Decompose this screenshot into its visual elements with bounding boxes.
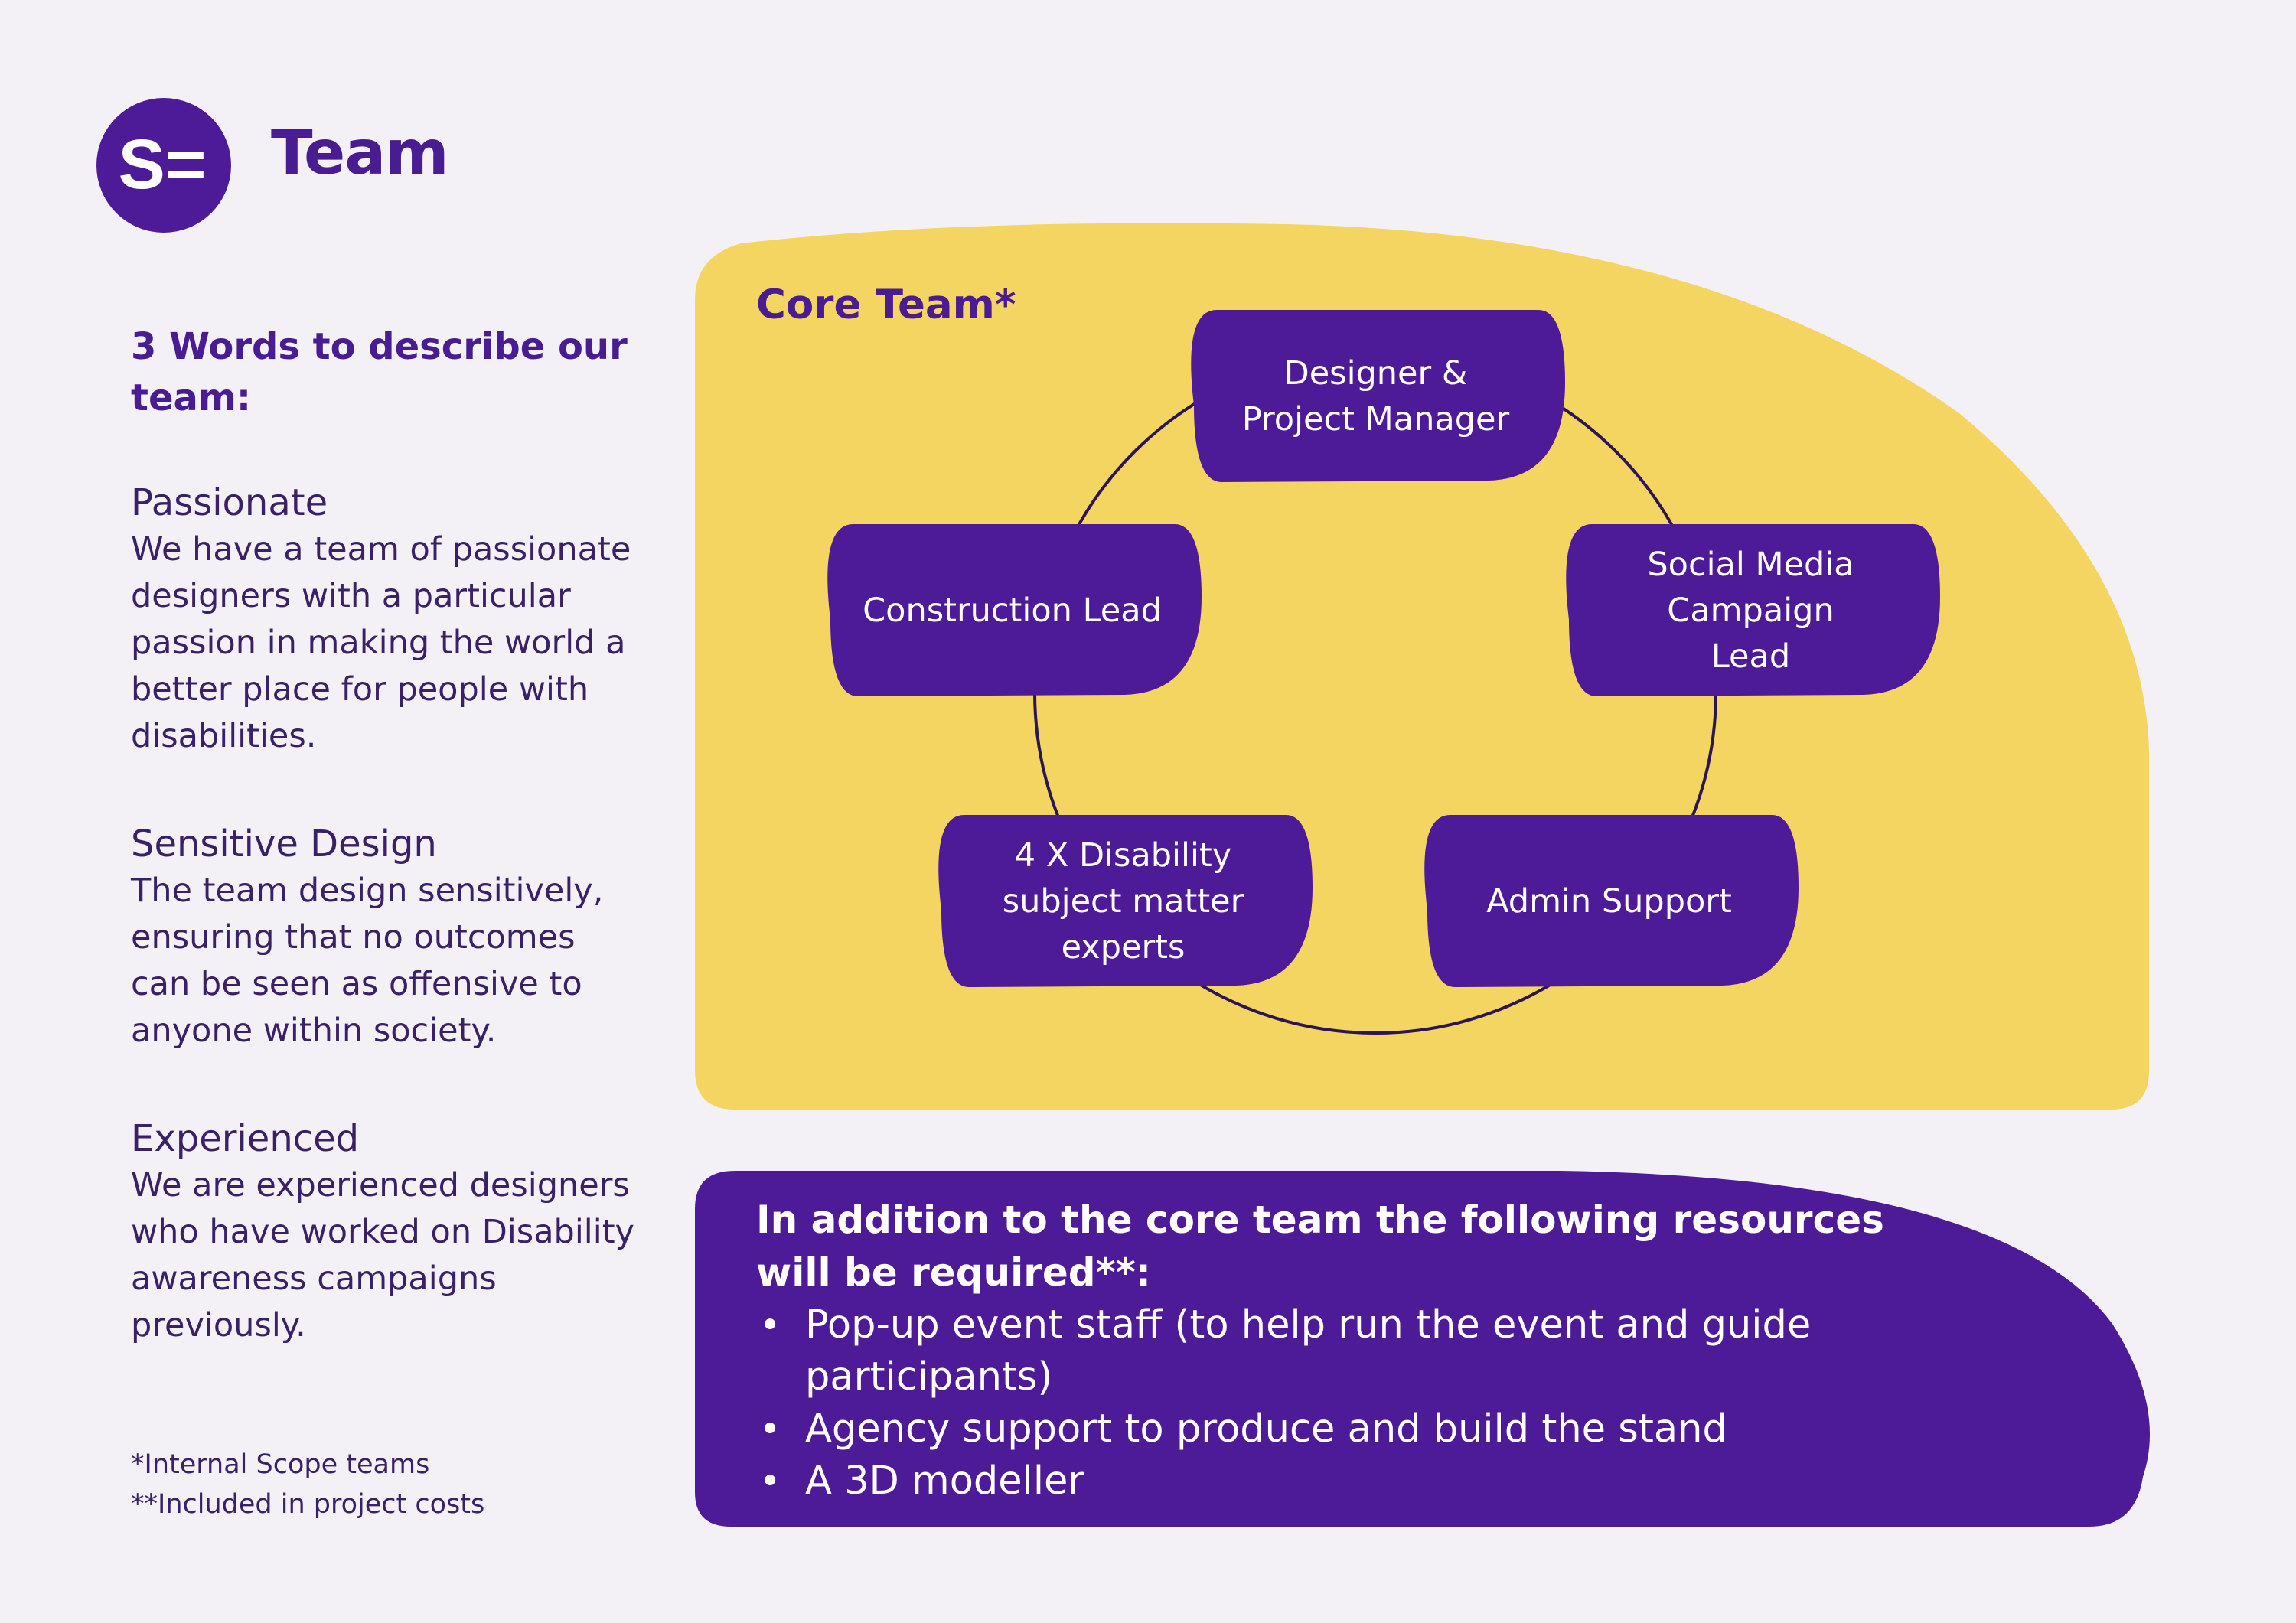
- words-heading: 3 Words to describe our team:: [131, 325, 628, 419]
- footnote-costs: **Included in project costs: [131, 1489, 485, 1520]
- page-title: Team: [271, 117, 449, 188]
- role-shape-experts: [938, 815, 1313, 987]
- word-description: The team design sensitively, ensuring th…: [131, 872, 604, 1050]
- resources-block: In addition to the core team the followi…: [756, 1194, 2134, 1507]
- role-shape-designer: [1191, 310, 1565, 482]
- word-title: Passionate: [131, 481, 328, 524]
- logo-text: S=: [118, 125, 206, 204]
- scope-logo: S=: [96, 98, 231, 233]
- role-disability-experts: 4 X Disability subject matter experts: [930, 815, 1316, 987]
- word-block-sensitive-design: Sensitive Design The team design sensiti…: [131, 820, 636, 1054]
- core-team-title: Core Team*: [756, 282, 1016, 328]
- list-item: • Pop-up event staff (to help run the eve…: [756, 1299, 1877, 1403]
- role-construction-lead: Construction Lead: [819, 524, 1205, 696]
- role-label: Admin Support: [1486, 882, 1732, 921]
- list-item: • Agency support to produce and build the…: [756, 1403, 1877, 1455]
- role-shape-social: [1566, 524, 1940, 696]
- bullet-icon: •: [759, 1460, 781, 1503]
- role-shape-admin: [1424, 815, 1799, 987]
- role-label: 4 X Disability subject matter experts: [1002, 836, 1244, 966]
- role-designer-project-manager: Designer & Project Manager: [1182, 310, 1569, 482]
- list-item: • A 3D modeller: [756, 1455, 1877, 1507]
- role-label: Social Media Campaign Lead: [1647, 545, 1854, 676]
- resource-text: A 3D modeller: [805, 1458, 1084, 1504]
- word-block-experienced: Experienced We are experienced designers…: [131, 1115, 636, 1349]
- resource-text: Pop-up event staff (to help run the even…: [805, 1302, 1812, 1400]
- role-label: Designer & Project Manager: [1241, 354, 1510, 438]
- word-title: Experienced: [131, 1117, 360, 1160]
- bullet-icon: •: [759, 1408, 781, 1451]
- word-block-passionate: Passionate We have a team of passionate …: [131, 479, 636, 760]
- footnote-internal: *Internal Scope teams: [131, 1449, 430, 1480]
- resources-heading: In addition to the core team the followi…: [756, 1198, 1884, 1295]
- word-description: We are experienced designers who have wo…: [131, 1166, 634, 1344]
- resources-list: • Pop-up event staff (to help run the eve…: [756, 1299, 2134, 1507]
- resources-panel: [695, 1171, 2150, 1527]
- bullet-icon: •: [759, 1304, 781, 1347]
- role-shape-construction: [827, 524, 1202, 696]
- role-label: Construction Lead: [863, 591, 1162, 630]
- role-social-media-lead: Social Media Campaign Lead: [1557, 524, 1944, 696]
- role-admin-support: Admin Support: [1416, 815, 1802, 987]
- word-title: Sensitive Design: [131, 823, 437, 865]
- resource-text: Agency support to produce and build the …: [805, 1406, 1727, 1452]
- word-description: We have a team of passionate designers w…: [131, 530, 631, 755]
